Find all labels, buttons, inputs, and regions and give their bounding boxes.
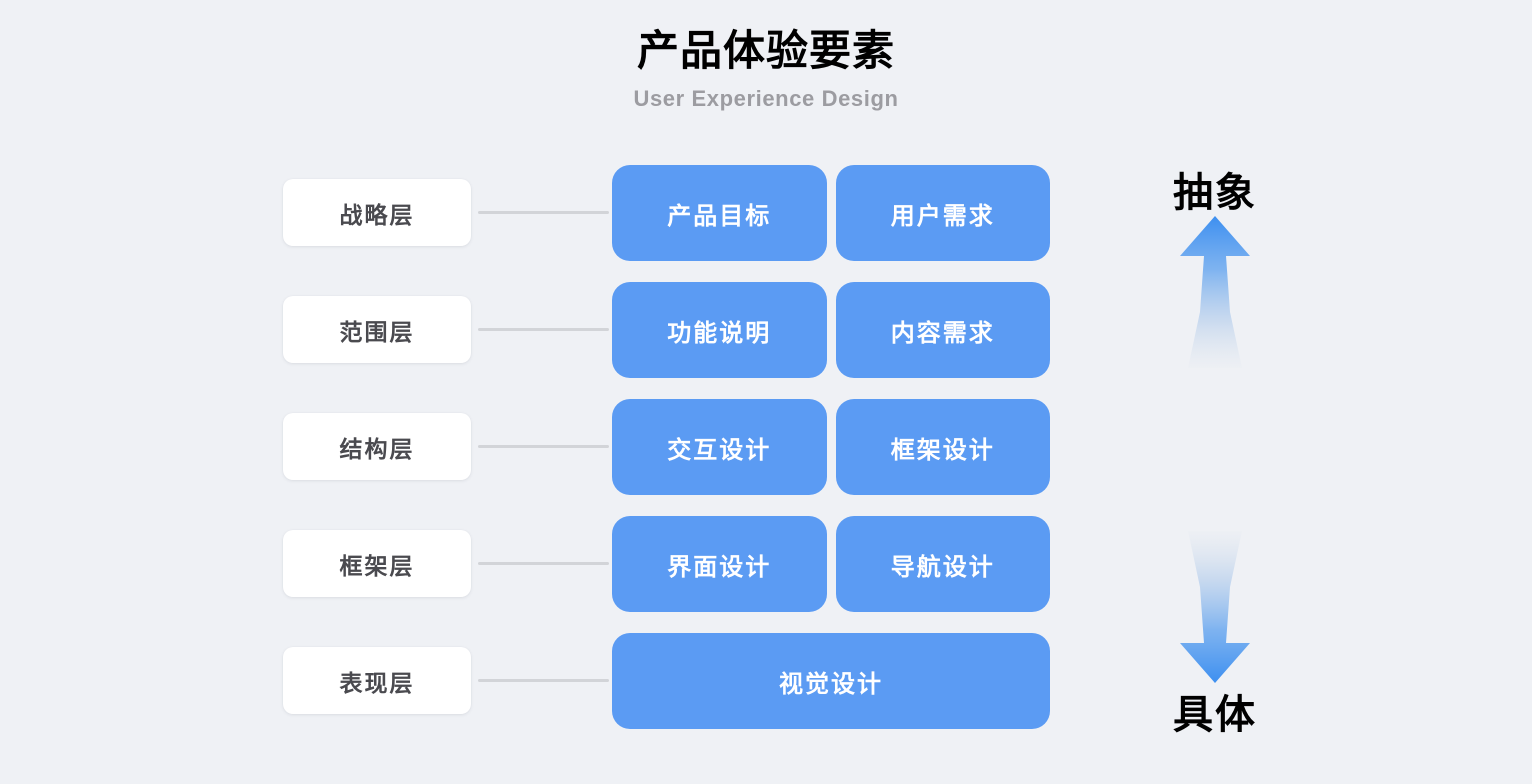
layer-row: 范围层 功能说明 内容需求	[0, 282, 1532, 378]
layer-row: 结构层 交互设计 框架设计	[0, 399, 1532, 495]
axis-label-concrete: 具体	[1173, 693, 1257, 737]
layer-boxes: 视觉设计	[612, 633, 1050, 729]
abstraction-axis: 抽象 具体	[1110, 0, 1320, 784]
layers-list: 战略层 产品目标 用户需求 范围层 功能说明	[0, 165, 1532, 729]
connector-line	[478, 679, 609, 682]
layer-card-structure[interactable]: 结构层	[283, 413, 471, 480]
element-box[interactable]: 产品目标	[612, 165, 827, 261]
element-box[interactable]: 界面设计	[612, 516, 827, 612]
layer-card-label: 表现层	[339, 669, 415, 696]
layer-boxes: 界面设计 导航设计	[612, 516, 1050, 612]
element-box-label: 内容需求	[890, 319, 995, 347]
connector-line	[478, 562, 609, 565]
layer-boxes: 交互设计 框架设计	[612, 399, 1050, 495]
element-box[interactable]: 内容需求	[835, 282, 1050, 378]
layer-card-label: 战略层	[339, 201, 415, 228]
header: 产品体验要素 User Experience Design	[0, 0, 1532, 112]
element-box-label: 导航设计	[890, 553, 995, 581]
axis-label-abstract: 抽象	[1173, 171, 1257, 215]
element-box-label: 功能说明	[667, 319, 772, 347]
layer-card-scope[interactable]: 范围层	[283, 296, 471, 363]
element-box[interactable]: 框架设计	[835, 399, 1050, 495]
element-box[interactable]: 用户需求	[835, 165, 1050, 261]
layer-card-surface[interactable]: 表现层	[283, 647, 471, 714]
element-box-label: 视觉设计	[779, 670, 883, 698]
layer-row: 表现层 视觉设计	[0, 633, 1532, 729]
layer-row: 战略层 产品目标 用户需求	[0, 165, 1532, 261]
layer-card-skeleton[interactable]: 框架层	[283, 530, 471, 597]
page-subtitle: User Experience Design	[633, 86, 899, 111]
element-box-label: 界面设计	[667, 553, 772, 581]
element-box-label: 用户需求	[890, 202, 995, 230]
element-box[interactable]: 功能说明	[612, 282, 827, 378]
layer-card-label: 结构层	[339, 435, 415, 462]
layer-row: 框架层 界面设计 导航设计	[0, 516, 1532, 612]
element-box[interactable]: 交互设计	[612, 399, 827, 495]
layer-card-label: 范围层	[339, 318, 415, 345]
layer-boxes: 功能说明 内容需求	[612, 282, 1050, 378]
connector-line	[478, 328, 609, 331]
connector-line	[478, 211, 609, 214]
arrow-up-icon	[1180, 216, 1250, 368]
layer-card-label: 框架层	[339, 552, 415, 579]
page-title: 产品体验要素	[636, 27, 895, 74]
element-box-label: 交互设计	[667, 436, 772, 464]
element-box[interactable]: 导航设计	[835, 516, 1050, 612]
layer-card-strategy[interactable]: 战略层	[283, 179, 471, 246]
layer-boxes: 产品目标 用户需求	[612, 165, 1050, 261]
element-box[interactable]: 视觉设计	[612, 633, 1050, 729]
arrow-down-icon	[1180, 531, 1250, 683]
element-box-label: 框架设计	[890, 436, 995, 464]
connector-line	[478, 445, 609, 448]
element-box-label: 产品目标	[667, 202, 772, 230]
